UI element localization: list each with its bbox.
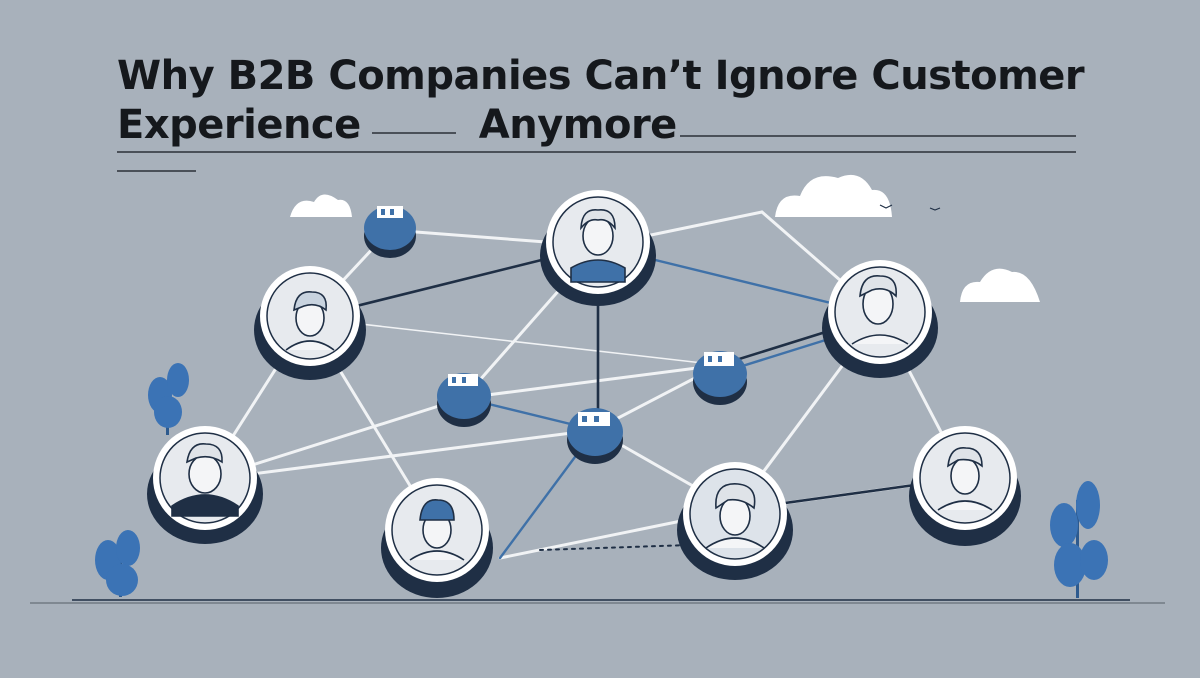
hub-node [567, 408, 623, 464]
page-title: Why B2B Companies Can’t Ignore Customer … [117, 52, 1085, 150]
person-icon [570, 209, 626, 283]
person-node [381, 478, 493, 598]
person-node [677, 462, 793, 580]
plant-icon [148, 363, 189, 435]
plant-icon [95, 530, 140, 597]
title-line-1: Why B2B Companies Can’t Ignore Customer [117, 53, 1085, 99]
person-icon [937, 447, 993, 511]
person-node [822, 260, 938, 378]
cloud-icon [775, 174, 892, 217]
title-word-anymore: Anymore [478, 101, 678, 148]
plant-icon [1050, 481, 1108, 598]
hub-node [364, 206, 416, 258]
person-node [147, 426, 263, 544]
person-icon [851, 275, 909, 345]
title-word-experience: Experience [117, 101, 361, 148]
person-node [540, 190, 656, 306]
bird-icon [879, 204, 941, 211]
building-icon [704, 352, 734, 366]
person-node [909, 426, 1021, 546]
title-rules [117, 132, 1076, 172]
building-icon [377, 206, 403, 218]
person-icon [171, 443, 239, 517]
person-icon [285, 291, 335, 351]
cloud-icon [290, 194, 352, 217]
cloud-icon [960, 268, 1040, 302]
person-node [254, 266, 366, 380]
person-icon [409, 499, 465, 561]
person-icon [705, 483, 765, 549]
hub-node [437, 373, 491, 427]
building-icon [578, 412, 610, 426]
hub-node [693, 351, 747, 405]
title-line-2: Experience Anymore [117, 101, 1084, 150]
building-icon [448, 374, 478, 386]
